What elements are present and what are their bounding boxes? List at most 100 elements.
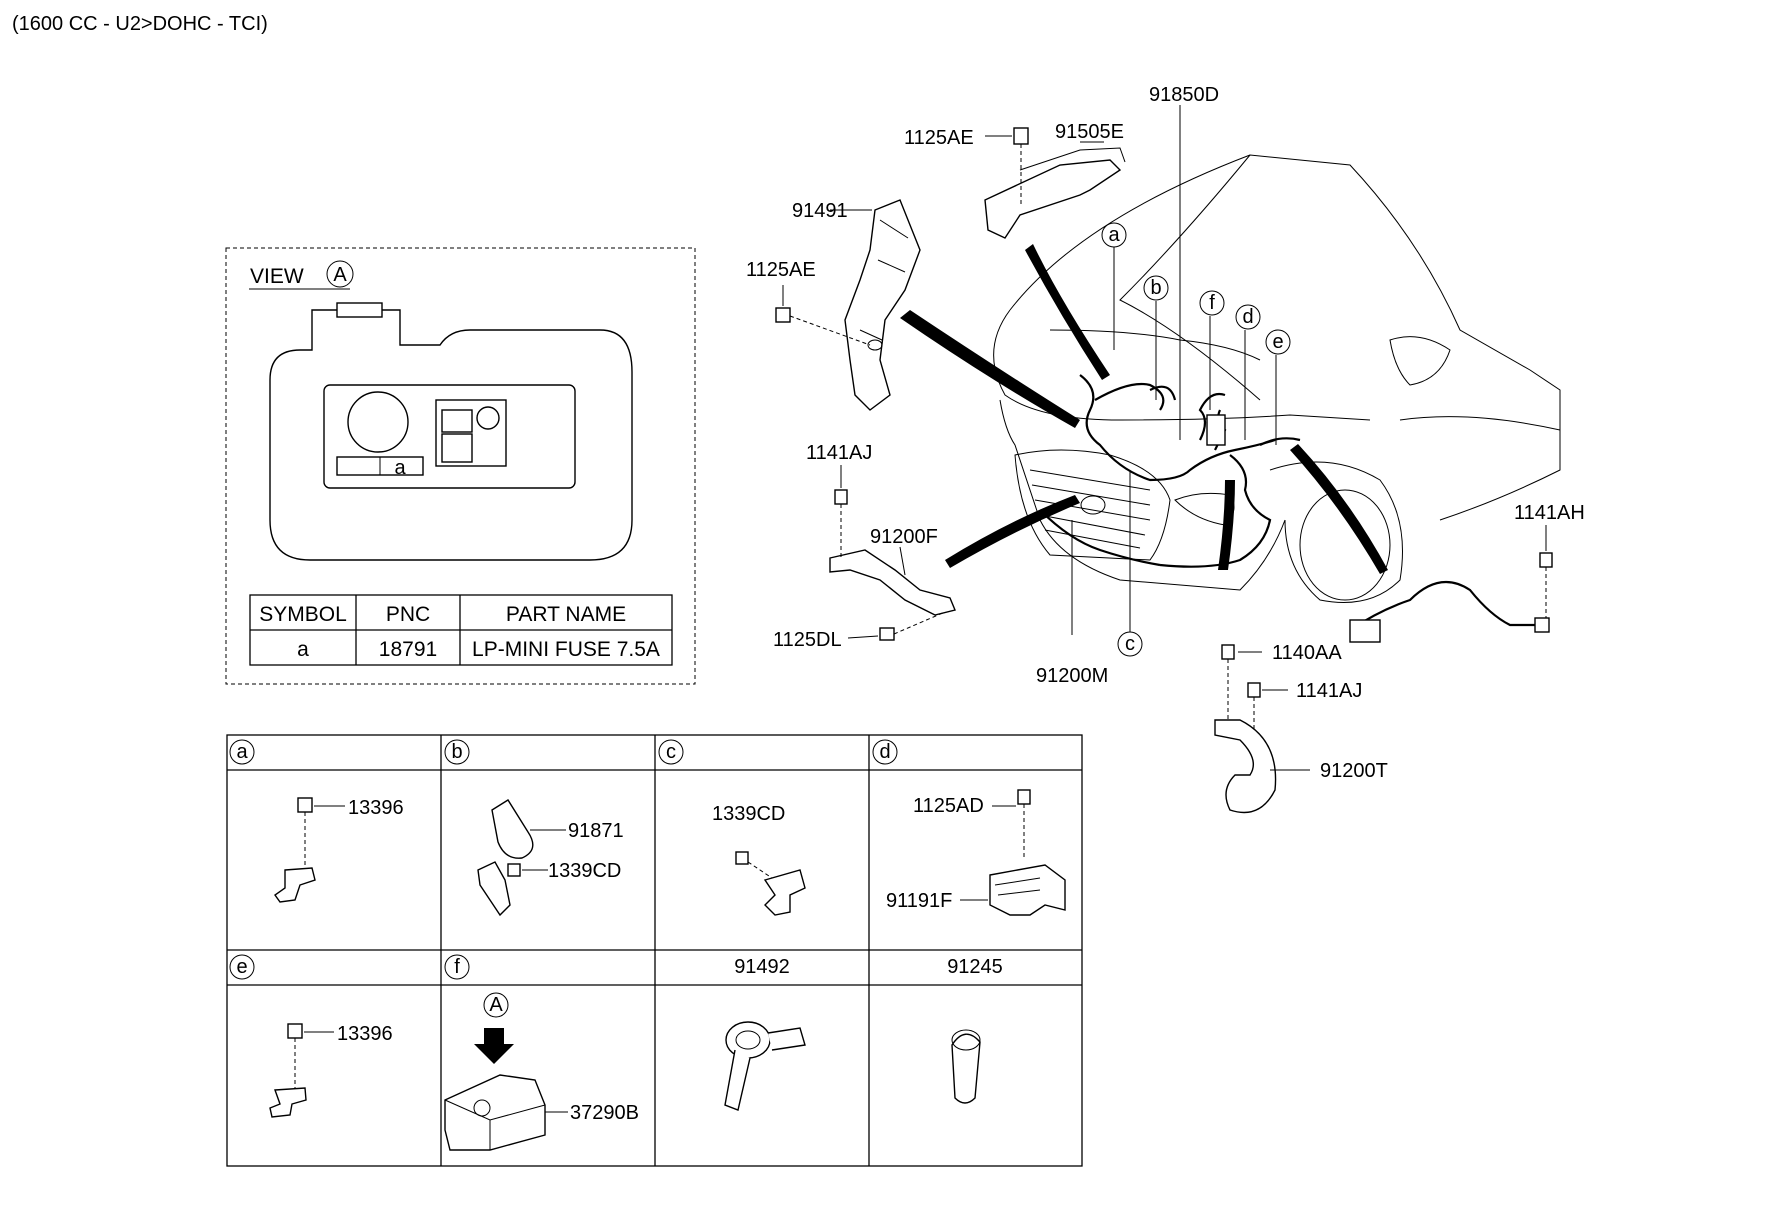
label-1141AJ-right: 1141AJ (1296, 680, 1362, 702)
label-1141AJ-left: 1141AJ (806, 442, 872, 464)
detail-cell-91492: 91492 (724, 956, 806, 1111)
marker-a-circle (1101, 222, 1127, 248)
engine-harness-branch-e (1259, 437, 1301, 446)
cell-f-view-marker: A (489, 994, 503, 1016)
bracket-91505E (984, 159, 1122, 239)
view-a-title: VIEW (250, 265, 304, 288)
cell-e-part-13396: 13396 (337, 1023, 393, 1045)
bulb-91871 (491, 799, 534, 859)
battery-cable-end-lug (1534, 617, 1550, 633)
cell-c-marker-circle (658, 739, 684, 765)
nut-1339CD-b (507, 863, 521, 877)
bolt-1125DL-axis (893, 611, 946, 635)
relay-block-slot-1 (441, 409, 473, 433)
fuse-table-header-pnc: PNC (386, 603, 430, 626)
detail-cell-91245: 91245 (947, 956, 1003, 1104)
bolt-1140AA (1221, 644, 1235, 660)
part-91505E-group (984, 127, 1126, 239)
car-side-line (1399, 416, 1561, 431)
bolt-1125AE-top (1013, 127, 1029, 145)
car-bumper-outline (999, 399, 1286, 591)
nut-1339CD-c-axis (747, 861, 776, 881)
grommet-91492-hole (735, 1030, 761, 1050)
cell-d-marker: d (879, 741, 890, 763)
detail-cell-c: c 1339CD (658, 739, 806, 916)
car-wheel-arch (1269, 461, 1403, 603)
grommet-91492-nozzle (767, 1027, 806, 1051)
relay-socket-circle (347, 391, 409, 453)
fuse-box-37290B-logo (473, 1099, 491, 1117)
cell-91492-header: 91492 (734, 956, 790, 978)
fuse-box-37290B (444, 1074, 546, 1151)
spec-header: (1600 CC - U2>DOHC - TCI) (12, 13, 268, 35)
cell-b-part-1339CD: 1339CD (548, 860, 621, 882)
label-1125AE-left: 1125AE (746, 259, 816, 281)
main-callout-labels: 1125AE 91505E 91850D 91491 1125AE 1141AJ… (746, 84, 1585, 782)
cable-91200T (1214, 719, 1277, 814)
label-91200T: 91200T (1320, 760, 1388, 782)
car-hood-crease (1119, 154, 1261, 401)
fuse-slot-label: a (394, 457, 406, 479)
fuse-box-37290B-edges (444, 1099, 546, 1150)
cell-f-part-37290B: 37290B (570, 1102, 639, 1124)
detail-cell-d: d 1125AD 91191F (872, 739, 1066, 916)
fuse-table-cell-pnc: 18791 (379, 638, 437, 661)
pointer-band-91505E (1025, 244, 1110, 380)
bolt-1125DL (879, 627, 895, 641)
fuse-box-tab (336, 302, 383, 318)
marker-a-text: a (1108, 224, 1120, 246)
detail-cell-a: a 13396 (229, 739, 404, 903)
bolt-1125AE-left (775, 307, 791, 323)
car-hood-roof-outline (1009, 154, 1561, 521)
marker-c-circle (1117, 631, 1143, 657)
battery-terminal-connector (1349, 619, 1381, 643)
marker-f-circle (1199, 290, 1225, 316)
fuse-table-header-symbol: SYMBOL (259, 603, 347, 626)
bracket-91200F (829, 549, 956, 616)
cell-f-view-marker-circle (483, 992, 509, 1018)
cell-b-marker: b (451, 741, 462, 763)
car-grille-slats (1029, 469, 1151, 549)
cell-b-part-91871: 91871 (568, 820, 624, 842)
marker-c-text: c (1125, 633, 1135, 655)
car-emblem (1080, 495, 1106, 515)
nut-13396-e (287, 1023, 303, 1039)
nut-13396-a (297, 797, 313, 813)
cell-e-marker: e (236, 956, 247, 978)
part-91200F-group (829, 465, 956, 641)
view-a-border (225, 247, 696, 685)
label-91850D: 91850D (1149, 84, 1219, 106)
detail-grid: a 13396 b 91871 1339CD c 1339CD (226, 734, 1083, 1167)
clip-bracket-b (477, 861, 511, 917)
marker-d-text: d (1242, 306, 1253, 328)
view-a-marker-circle (326, 260, 354, 288)
relay-block-slot-2 (441, 433, 473, 463)
car-grille-outline (1014, 449, 1171, 561)
detail-cell-f: f A 37290B (444, 954, 639, 1151)
bracket-91505E-top (1019, 147, 1126, 171)
grommet-91245 (951, 1033, 981, 1104)
label-91200M: 91200M (1036, 665, 1108, 687)
grommet-91492-tube (724, 1049, 751, 1111)
cell-c-marker: c (666, 741, 676, 763)
leader-91200F (899, 546, 906, 576)
cell-b-marker-circle (444, 739, 470, 765)
bolt-1125AD (1017, 789, 1031, 805)
leader-1125DL (847, 635, 879, 639)
view-a-panel: VIEW A a SYMBOL PNC PART NAME a 18791 LP… (225, 247, 696, 685)
car-mirror (1389, 336, 1451, 386)
grommet-91492-ring (725, 1021, 771, 1059)
battery-cable-1141AH (1349, 580, 1540, 631)
engine-connector-block (1206, 414, 1226, 446)
label-91200F: 91200F (870, 526, 938, 548)
bolt-1141AJ-right (1247, 682, 1261, 698)
engine-harness-branch-a (1094, 382, 1165, 411)
cell-d-part-91191F: 91191F (886, 890, 952, 912)
engine-harness-branch-b (1149, 385, 1177, 401)
cell-a-part-13396: 13396 (348, 797, 404, 819)
bolt-1141AJ-left (834, 489, 848, 505)
fuse-table: SYMBOL PNC PART NAME a 18791 LP-MINI FUS… (249, 594, 673, 666)
cell-c-part-1339CD: 1339CD (712, 803, 785, 825)
marker-d-circle (1235, 304, 1261, 330)
view-a-marker-text: A (333, 264, 347, 286)
